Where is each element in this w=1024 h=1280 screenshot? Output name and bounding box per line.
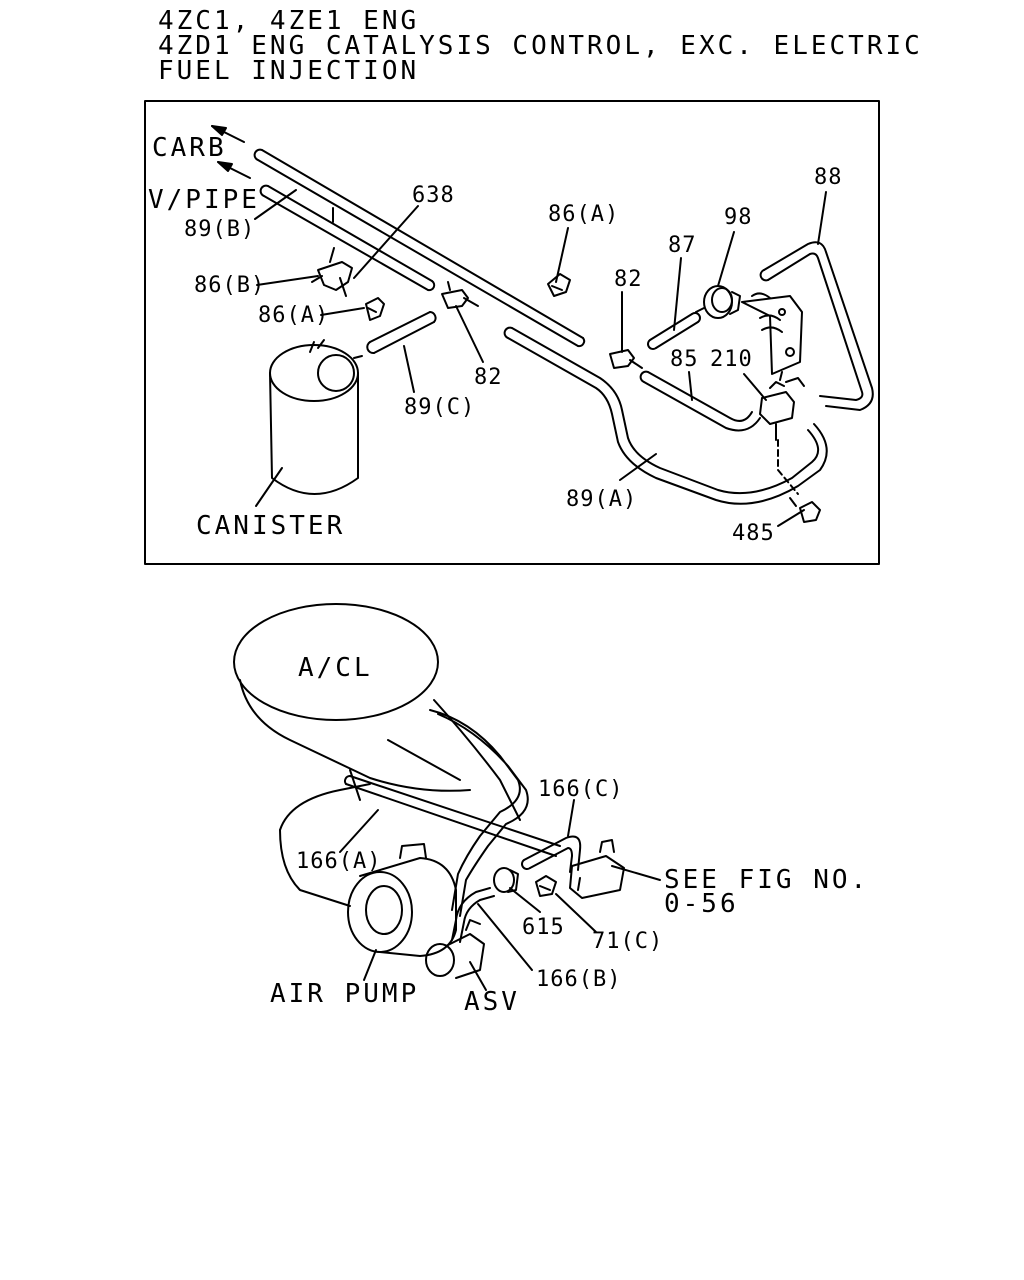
leader-485-dashed xyxy=(777,439,799,495)
label-89c: 89(C) xyxy=(404,395,475,420)
leader-485 xyxy=(777,509,805,527)
engine-outline xyxy=(279,783,371,907)
leader-98 xyxy=(717,231,735,287)
leader-166a xyxy=(339,809,379,853)
label-615: 615 xyxy=(522,915,565,940)
leader-86b xyxy=(256,275,319,286)
leader-87 xyxy=(673,257,682,331)
label-88: 88 xyxy=(814,165,843,190)
leader-see-fig xyxy=(611,865,661,881)
asv-valve xyxy=(425,919,485,979)
label-98: 98 xyxy=(724,205,753,230)
label-87: 87 xyxy=(668,233,697,258)
leader-88 xyxy=(817,191,827,245)
title-line-2: 4ZD1 ENG CATALYSIS CONTROL, EXC. ELECTRI… xyxy=(158,31,923,61)
leader-asv xyxy=(469,961,487,991)
label-86a-left: 86(A) xyxy=(258,303,329,328)
label-carb: CARB xyxy=(152,133,227,163)
label-air-pump: AIR PUMP xyxy=(270,979,419,1009)
label-638: 638 xyxy=(412,183,455,208)
hose-89b xyxy=(259,184,436,292)
hose-89c xyxy=(366,311,437,355)
label-asv: ASV xyxy=(464,987,520,1017)
label-71c: 71(C) xyxy=(592,929,663,954)
hose-166c xyxy=(521,835,582,873)
label-vpipe: V/PIPE xyxy=(148,185,260,215)
label-85: 85 xyxy=(670,347,699,372)
bracket-vsv xyxy=(741,292,803,375)
filter-615 xyxy=(493,867,519,893)
leader-71c xyxy=(555,893,597,933)
clip-86a-left xyxy=(365,297,385,321)
filter-98 xyxy=(695,285,741,319)
leader-89a xyxy=(619,453,657,481)
leader-210 xyxy=(743,373,767,401)
label-fig-number: 0-56 xyxy=(664,889,739,919)
top-diagram-frame xyxy=(144,100,880,565)
tee-82-right xyxy=(609,349,643,369)
leader-166b xyxy=(477,903,533,971)
leader-air-pump xyxy=(363,949,377,981)
title-line-1: 4ZC1, 4ZE1 ENG xyxy=(158,6,420,36)
label-86a-top: 86(A) xyxy=(548,202,619,227)
label-89a: 89(A) xyxy=(566,487,637,512)
hose-166b xyxy=(451,887,495,943)
clip-86b xyxy=(311,247,353,297)
leader-89c xyxy=(403,345,415,393)
valve-body xyxy=(569,839,625,899)
clip-86a-top xyxy=(547,273,571,297)
label-210: 210 xyxy=(710,347,753,372)
bolt-485 xyxy=(789,497,821,523)
carb-arrow xyxy=(211,125,245,143)
label-canister: CANISTER xyxy=(196,511,345,541)
tee-82-mid xyxy=(441,281,479,309)
vsv-210 xyxy=(759,371,805,441)
label-acl: A/CL xyxy=(298,653,373,683)
leader-86a-left xyxy=(320,307,365,316)
leader-82-mid xyxy=(455,305,484,363)
label-82-right: 82 xyxy=(614,267,643,292)
leader-89b xyxy=(254,189,297,220)
leader-166c xyxy=(567,799,575,837)
hose-166a xyxy=(344,775,561,857)
leader-canister xyxy=(255,467,283,507)
hose-pump-return xyxy=(429,709,529,917)
label-166b: 166(B) xyxy=(536,967,621,992)
air-pump xyxy=(347,843,457,957)
label-86b: 86(B) xyxy=(194,273,265,298)
label-166c: 166(C) xyxy=(538,777,623,802)
canister xyxy=(269,339,363,495)
label-485: 485 xyxy=(732,521,775,546)
hose-87 xyxy=(647,312,701,350)
hose-638 xyxy=(253,148,586,348)
label-166a: 166(A) xyxy=(296,849,381,874)
vpipe-arrow xyxy=(217,161,251,179)
label-89b: 89(B) xyxy=(184,217,255,242)
leader-85 xyxy=(688,371,693,401)
title-line-3: FUEL INJECTION xyxy=(158,56,420,86)
hose-88 xyxy=(759,241,874,411)
clip-71c xyxy=(535,875,557,897)
leader-638 xyxy=(353,205,419,279)
hose-89a xyxy=(503,326,828,505)
label-82-mid: 82 xyxy=(474,365,503,390)
leader-86a-top xyxy=(555,227,569,283)
air-cleaner xyxy=(233,603,521,821)
label-see-fig: SEE FIG NO. xyxy=(664,865,869,895)
hose-85 xyxy=(639,370,761,432)
leader-615 xyxy=(509,887,541,913)
